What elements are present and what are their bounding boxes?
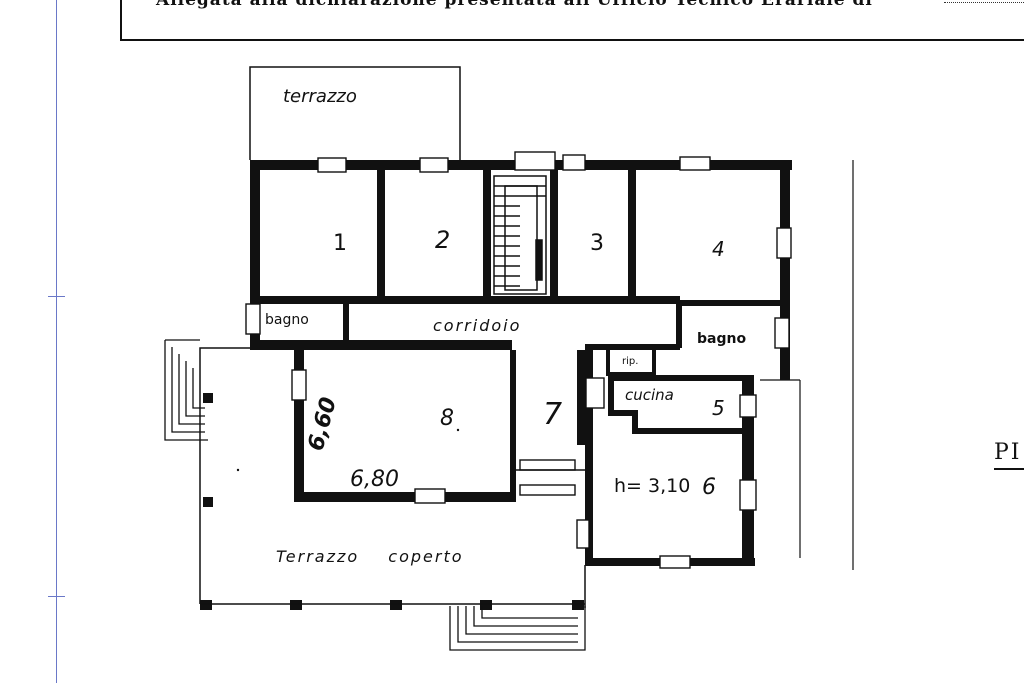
outer-right-line [760,160,854,570]
terrazzo-coperto-label: Terrazzo coperto [276,547,464,566]
room-number-6: 6 [702,475,716,500]
room-number-8: 8 [440,406,454,431]
room-number-3: 3 [590,231,604,256]
room-number-1: 1 [333,231,347,256]
margin-tick [56,120,57,130]
header-box: Allegata alla dichiarazione presentata a… [120,0,1024,41]
scan-speck [236,468,240,472]
dimension-vertical: 6,60 [304,395,342,454]
left-stairs [164,339,208,441]
rip-label: rip. [622,356,638,367]
height-note: h= 3,10 [614,475,690,497]
room-number-2: 2 [435,226,450,254]
bagno-left-label: bagno [265,312,309,328]
openings [245,151,792,569]
dimension-horizontal: 6,80 [350,467,399,492]
scan-speck [456,428,460,432]
left-margin-line [56,0,57,683]
covered-terrace-outline [199,347,586,608]
side-label: PI [994,440,1022,465]
room-number-4: 4 [712,237,725,261]
bottom-stairs [449,606,586,651]
top-terrace [249,66,461,160]
header-dotted-line [944,2,1024,3]
side-label-underline [994,468,1024,470]
margin-tick [48,596,65,597]
corridoio-label: corridoio [433,316,521,335]
terrazzo-label: terrazzo [283,86,357,107]
cucina-label: cucina [625,386,674,404]
header-text: Allegata alla dichiarazione presentata a… [156,0,873,10]
room-number-7: 7 [543,397,562,432]
bagno-right-label: bagno [697,331,746,347]
staircase [493,175,547,295]
margin-tick [48,296,65,297]
room-number-5: 5 [712,396,725,420]
walls [200,160,792,610]
